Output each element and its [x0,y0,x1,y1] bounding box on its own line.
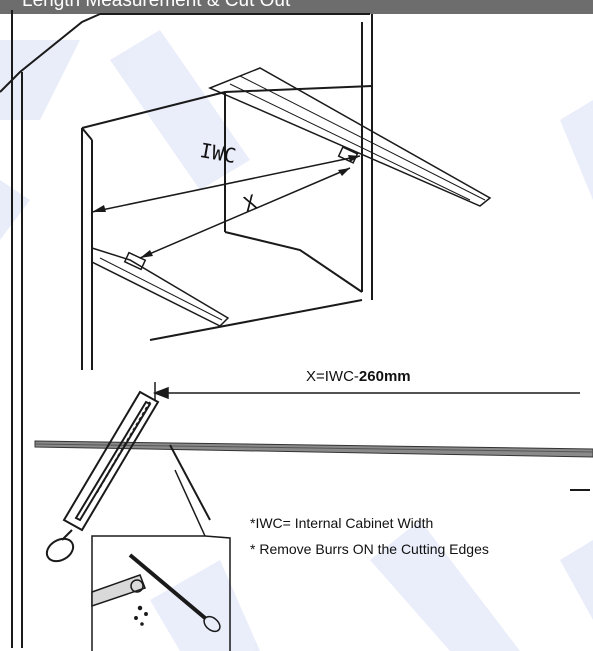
rail-profile [34,440,593,458]
formula-value: 260mm [358,368,411,385]
watermark [0,30,593,651]
section-header: Length Measurement & Cut Out [0,0,593,14]
section-title: Length Measurement & Cut Out [22,0,291,11]
cut-length-formula: X=IWC-260mm [306,368,411,385]
formula-prefix: X=IWC- [306,368,359,385]
detail-inset [91,469,231,651]
remove-burrs-note: * Remove Burrs ON the Cutting Edges [250,541,489,557]
hacksaw-illustration [45,390,211,563]
iwc-definition-note: *IWC= Internal Cabinet Width [250,515,434,531]
cut-length-arrow [152,382,580,400]
cabinet-drawing [0,10,492,648]
